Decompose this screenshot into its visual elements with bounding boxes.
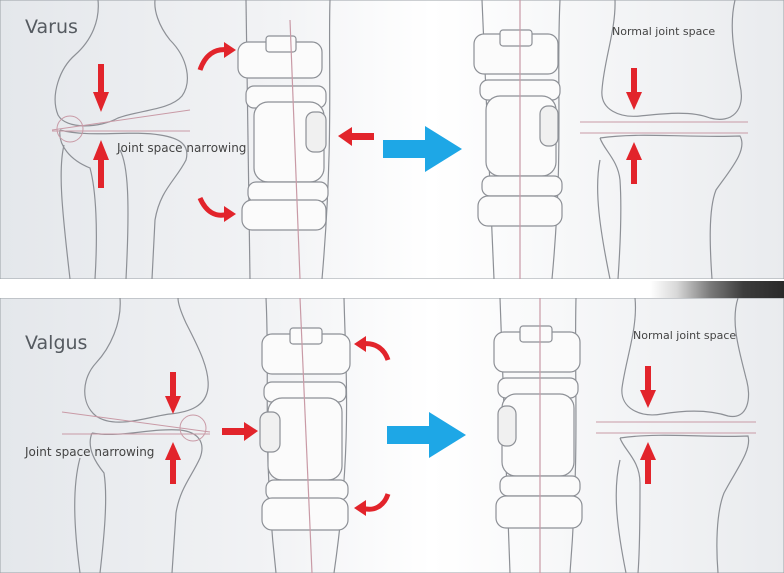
valgus-panel: Valgus Joint space narrowing Normal join… xyxy=(0,298,784,573)
panel-title: Valgus xyxy=(25,332,87,354)
decorative-texture xyxy=(650,281,784,298)
joint-narrowing-caption: Joint space narrowing xyxy=(117,141,246,155)
normal-joint-caption: Normal joint space xyxy=(612,25,715,38)
varus-panel: Varus Joint space narrowing Normal joint… xyxy=(0,0,784,279)
varus-illustration xyxy=(0,0,784,279)
panel-title: Varus xyxy=(25,16,78,38)
normal-joint-caption: Normal joint space xyxy=(633,329,736,342)
joint-narrowing-caption: Joint space narrowing xyxy=(25,445,154,459)
